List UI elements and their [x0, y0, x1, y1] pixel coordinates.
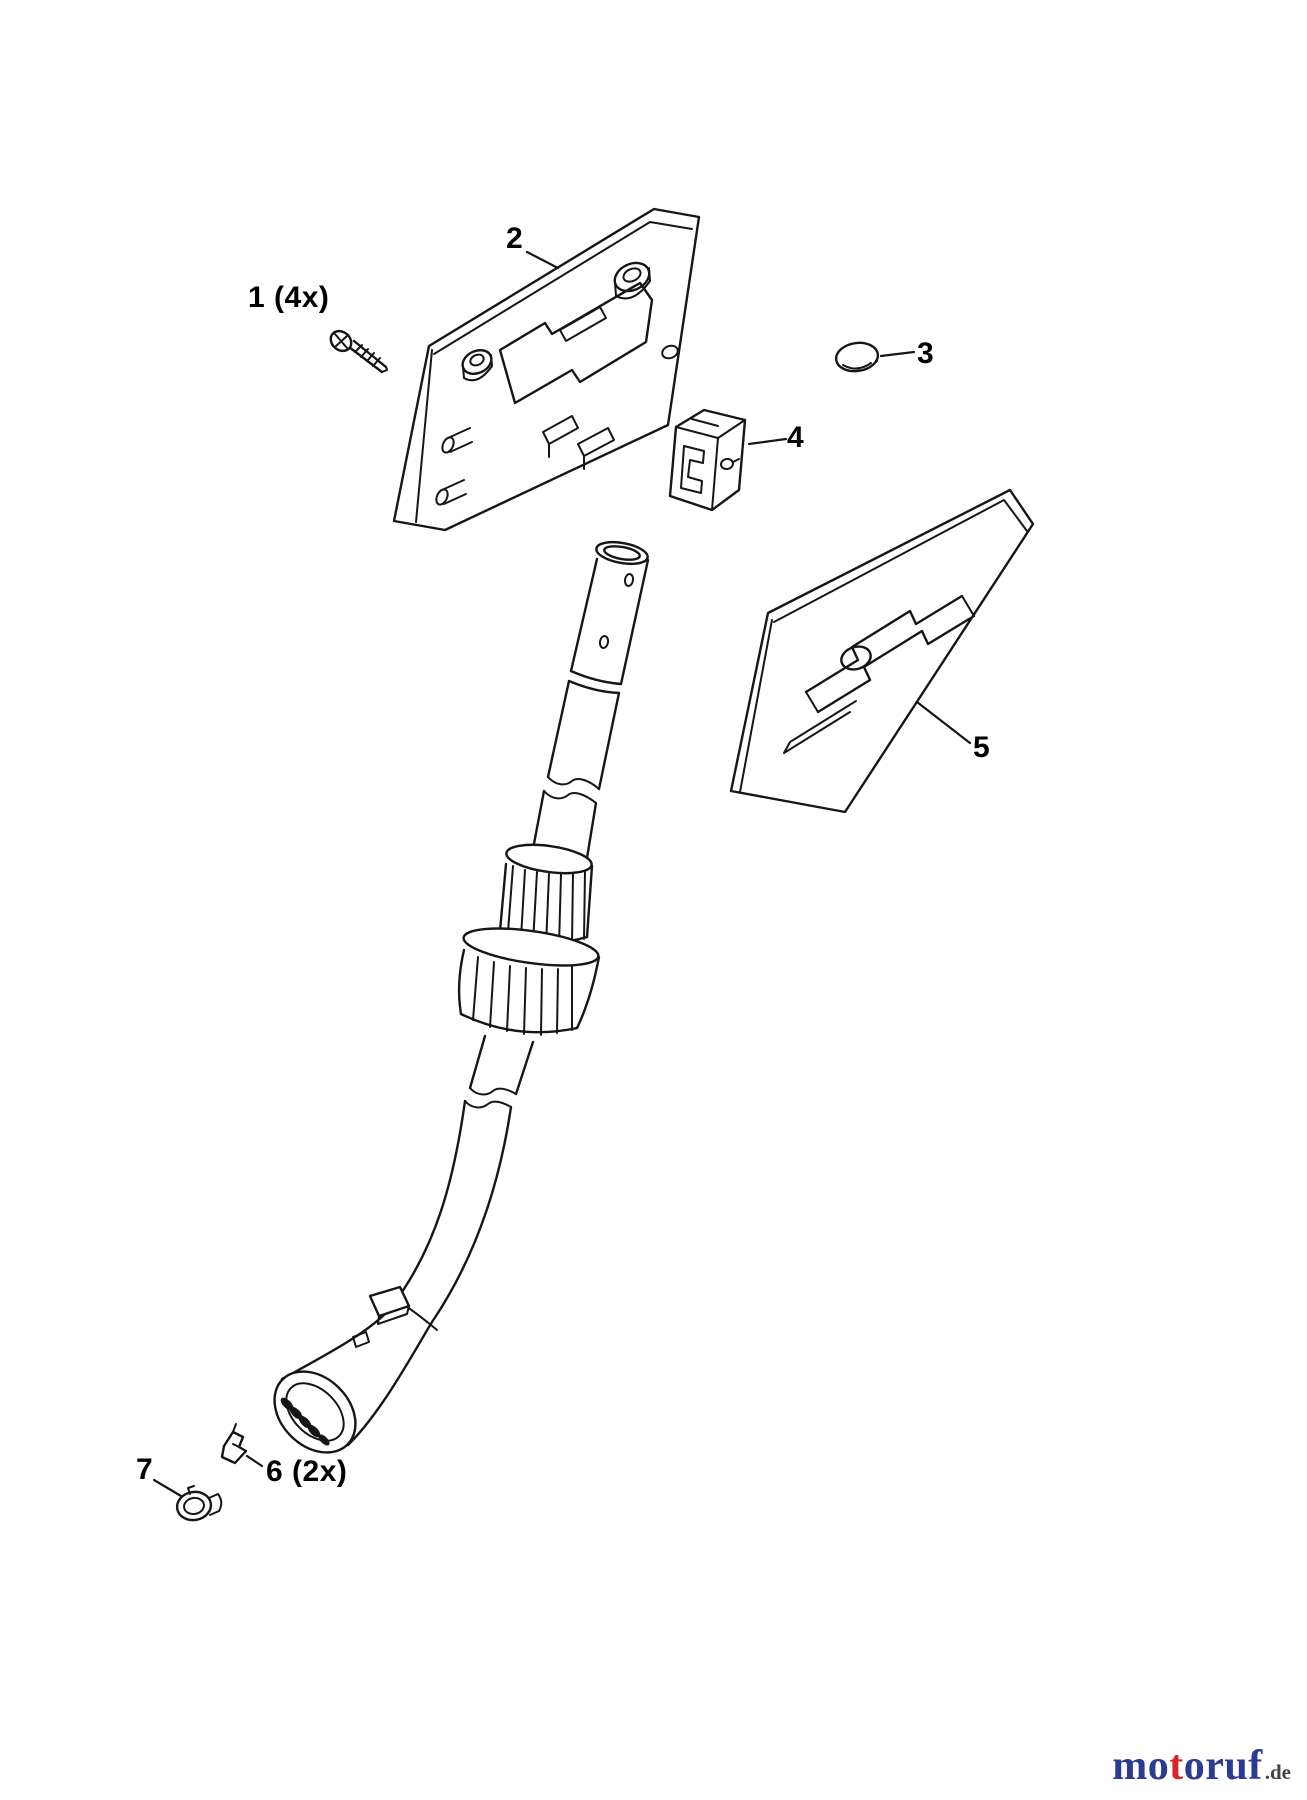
part-label-7: 7 — [136, 1453, 154, 1486]
part-label-3: 3 — [917, 337, 935, 370]
shaft-upper-tube — [531, 540, 650, 860]
watermark-brand: motoruf — [1112, 1742, 1263, 1790]
part-3-cap-plug — [834, 341, 880, 373]
leader-line-4 — [747, 437, 788, 446]
shaft-lower-tube — [280, 1034, 535, 1447]
grip-end-cap — [273, 1370, 357, 1454]
grip-latch-button — [368, 1285, 411, 1318]
leader-line-7 — [152, 1478, 183, 1498]
watermark-brand-suffix: oruf — [1183, 1743, 1263, 1789]
watermark-brand-prefix: mo — [1112, 1743, 1170, 1789]
watermark-brand-accent: t — [1169, 1743, 1184, 1789]
part-label-5: 5 — [973, 731, 991, 764]
leader-lines — [152, 250, 972, 1498]
part-7-button-plug — [175, 1485, 223, 1522]
part-label-2: 2 — [506, 222, 524, 255]
part-label-4: 4 — [787, 421, 805, 454]
part-2-upper-cover — [392, 207, 701, 532]
watermark-tld: .de — [1264, 1760, 1291, 1784]
part-6-clip — [220, 1423, 248, 1465]
leader-line-5 — [915, 700, 972, 745]
part-1-screw — [329, 329, 388, 374]
coupling-lower-collar — [457, 927, 601, 1036]
leader-line-6 — [245, 1454, 264, 1468]
part-5-lower-cover — [729, 488, 1035, 814]
part-label-6: 6 (2x) — [266, 1455, 348, 1488]
leader-line-2 — [525, 250, 560, 270]
part-4-clamp-bracket — [668, 408, 747, 512]
leader-line-3 — [879, 350, 916, 358]
watermark-logo: motoruf .de — [1112, 1742, 1291, 1790]
part-label-1: 1 (4x) — [248, 281, 330, 314]
